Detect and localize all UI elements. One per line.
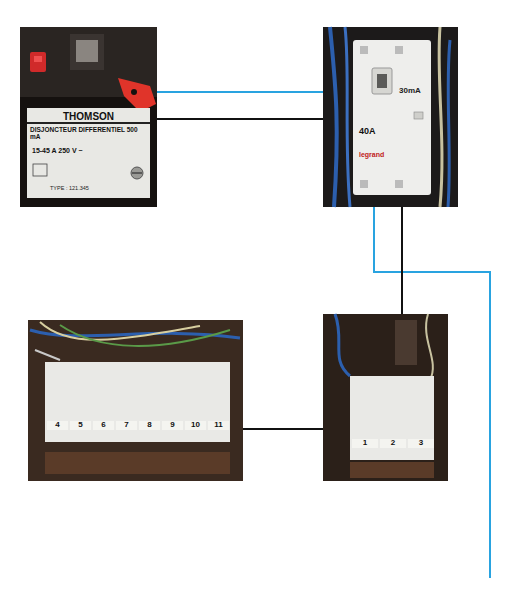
rcd-photo bbox=[323, 27, 458, 207]
circuit-number: 8 bbox=[139, 421, 160, 430]
sensitivity-label: 30mA bbox=[399, 87, 429, 96]
breaker-row-photo bbox=[28, 320, 243, 481]
circuit-number: 6 bbox=[93, 421, 114, 430]
black-wire bbox=[157, 118, 323, 120]
breaker-row: 4567891011 bbox=[28, 320, 243, 481]
rcd-breaker: 30mA 40A legrand bbox=[323, 27, 458, 207]
model-number: TYPE : 121.345 bbox=[50, 185, 130, 191]
thomson-breaker: THOMSON DISJONCTEUR DIFFERENTIEL 500 mA 15… bbox=[20, 27, 157, 207]
black-wire bbox=[401, 207, 403, 314]
brand-label: THOMSON bbox=[30, 111, 147, 122]
current-rating: 40A bbox=[359, 127, 399, 137]
circuit-number: 2 bbox=[380, 439, 406, 448]
circuit-number: 5 bbox=[70, 421, 91, 430]
breaker-group-photo bbox=[323, 314, 448, 481]
circuit-number: 9 bbox=[162, 421, 183, 430]
blue-wire bbox=[374, 207, 490, 578]
circuit-number: 7 bbox=[116, 421, 137, 430]
blue-wire bbox=[157, 91, 323, 93]
circuit-number: 11 bbox=[208, 421, 229, 430]
circuit-number: 4 bbox=[47, 421, 68, 430]
device-type: DISJONCTEUR DIFFERENTIEL 500 mA bbox=[30, 126, 147, 140]
thomson-photo bbox=[20, 27, 157, 207]
circuit-number: 1 bbox=[352, 439, 378, 448]
black-wire bbox=[243, 428, 323, 430]
circuit-number: 10 bbox=[185, 421, 206, 430]
circuit-number: 3 bbox=[408, 439, 434, 448]
breaker-group: 123 bbox=[323, 314, 448, 481]
brand-label: legrand bbox=[359, 151, 403, 159]
rating-label: 15-45 A 250 V ~ bbox=[32, 147, 142, 155]
